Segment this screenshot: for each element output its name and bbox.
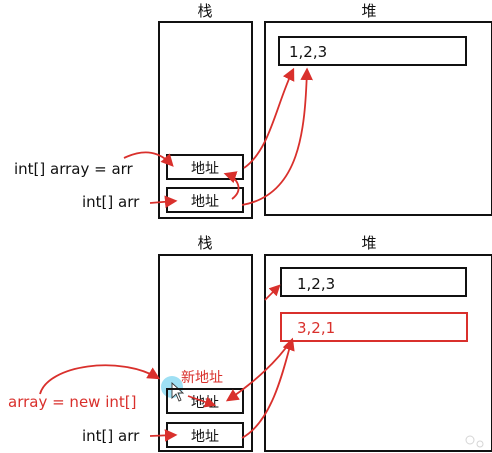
top-heap-frame [264, 21, 492, 216]
bottom-stack-title: 栈 [197, 234, 212, 252]
bottom-arrow-to-old-heap [264, 284, 281, 301]
bottom-new-address-note: 新地址 [181, 370, 223, 386]
bottom-arrow-lower-cell-to-heap [241, 337, 295, 439]
bottom-arrow-label-to-lower-cell [149, 429, 178, 442]
bottom-address-label-lower: 地址 [191, 429, 219, 445]
bottom-heap-frame [264, 254, 492, 452]
top-arrow-label-to-lower-cell [149, 195, 178, 209]
bottom-heap-array-new-value: 3,2,1 [297, 319, 335, 337]
top-heap-array-box [278, 36, 467, 66]
top-scene: 栈 堆 1,2,3 地址 地址 int[] array = arr int[] … [14, 2, 492, 219]
top-address-cell-upper [166, 154, 244, 180]
mouse-pointer-icon [171, 381, 185, 402]
top-heap-title: 堆 [361, 2, 376, 20]
bottom-arrow-new-heap-to-upper-cell [225, 341, 291, 402]
bottom-heap-title: 堆 [361, 234, 376, 252]
bottom-heap-array-old-box [280, 267, 467, 297]
bottom-heap-array-new-box [280, 312, 468, 342]
bottom-arrow-label-curve [39, 364, 161, 395]
bottom-variable-label-upper: array = new int[] [8, 393, 136, 411]
top-stack-frame [158, 21, 253, 219]
top-arrow-upper-to-heap [243, 67, 295, 169]
top-heap-array-value: 1,2,3 [289, 43, 327, 61]
bottom-address-label-upper: 地址 [191, 395, 219, 411]
bottom-arrow-into-upper-cell [187, 395, 217, 408]
bottom-stack-frame [158, 254, 253, 452]
top-arrow-lower-to-heap [241, 67, 313, 206]
watermark-icon [465, 435, 484, 448]
bottom-heap-array-old-value: 1,2,3 [297, 275, 335, 293]
bottom-address-cell-upper [166, 388, 244, 414]
top-address-label-upper: 地址 [191, 161, 219, 177]
bottom-scene: 栈 堆 1,2,3 3,2,1 新地址 地址 地址 array = new in… [8, 234, 492, 452]
top-stack-title: 栈 [197, 2, 212, 20]
top-arrow-lower-copies-upper [223, 171, 240, 200]
bottom-variable-label-lower: int[] arr [82, 427, 140, 445]
top-arrow-label-to-upper-cell [123, 151, 174, 167]
top-variable-label-upper: int[] array = arr [14, 160, 134, 178]
top-address-label-lower: 地址 [191, 194, 219, 210]
top-variable-label-lower: int[] arr [82, 193, 140, 211]
